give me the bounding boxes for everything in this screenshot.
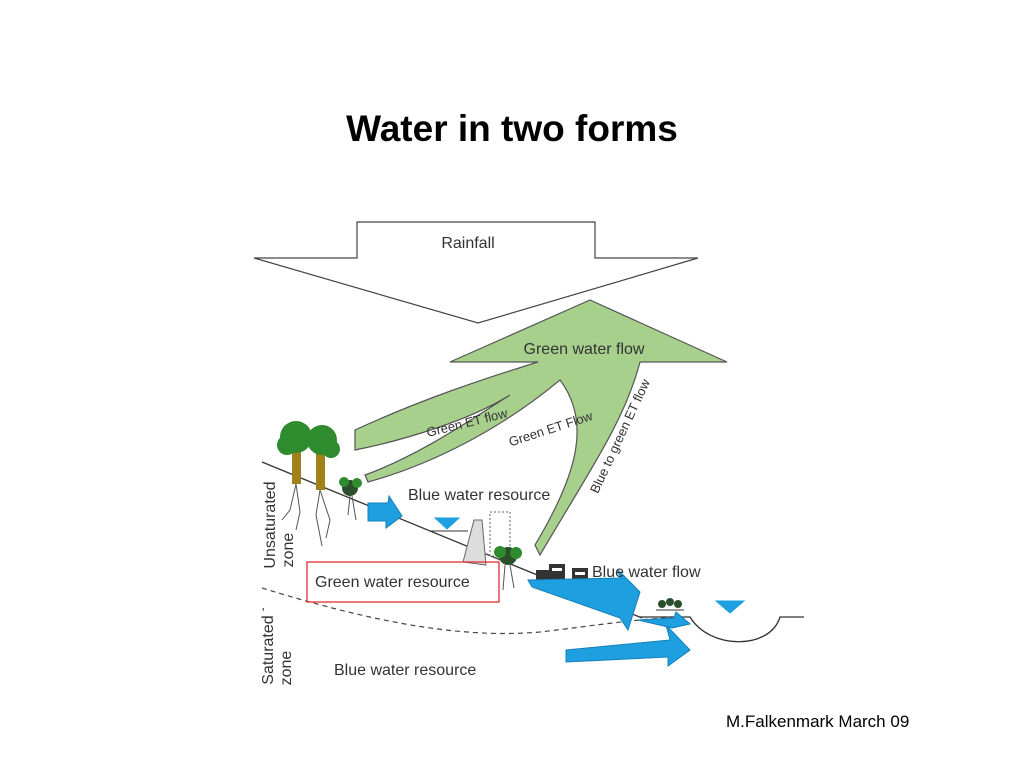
blue-groundwater-arrow [565,624,691,667]
water-level-marker-icon [433,517,461,530]
shrub-icon [494,546,522,591]
saturated-zone-label-1: Saturated [260,615,277,684]
dam-icon [462,519,487,566]
green-water-resource-box [306,561,500,603]
tree-roots-icon [281,483,331,547]
unsaturated-zone-label-2: zone [280,533,297,568]
credit-text: M.Falkenmark March 09 [726,712,910,731]
blue-water-resource-top-label: Blue water resource [408,487,550,504]
blue-runoff-arrow-small [367,494,403,529]
rainfall-label: Rainfall [441,235,494,252]
rainfall-arrow [253,221,699,324]
green-water-flow-arrow [354,299,728,557]
lake-level-marker-icon [714,600,746,614]
lake-basin [640,616,804,643]
saturated-zone-label-2: zone [278,651,295,686]
slide-title: Water in two forms [346,108,678,149]
blue-water-resource-bottom-label: Blue water resource [334,662,476,679]
shrub-icon [339,477,362,521]
blue-water-flow-arrow [527,568,641,632]
water-table-tick: ' [262,605,264,620]
blue-water-flow-label: Blue water flow [592,564,701,581]
blue-inflow-arrow [637,611,692,629]
unsaturated-zone-label-1: Unsaturated [262,481,279,568]
green-water-resource-label: Green water resource [315,574,470,591]
green-water-flow-label: Green water flow [524,341,645,358]
tree-icon [277,421,340,490]
vegetation-icon [656,598,684,611]
